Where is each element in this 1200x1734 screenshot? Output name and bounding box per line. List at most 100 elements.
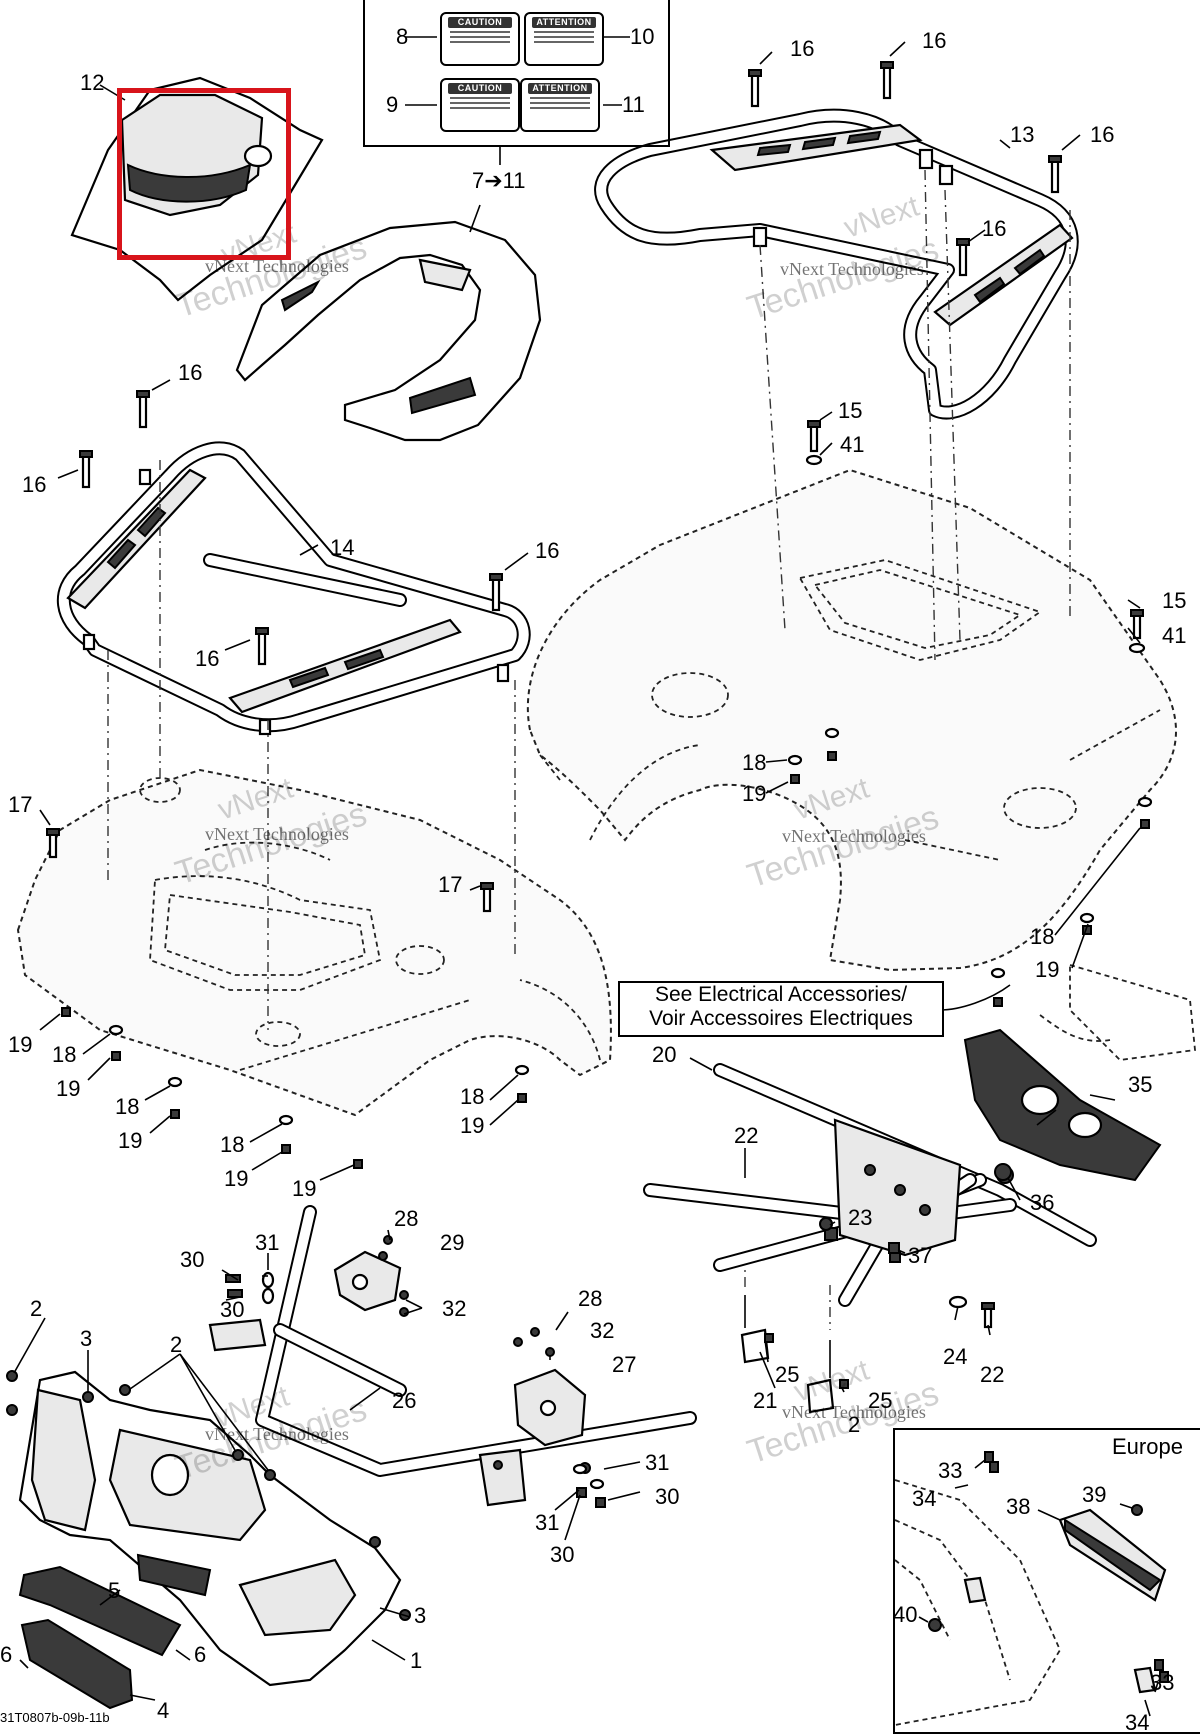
europe-inset-box: [893, 1428, 1200, 1734]
callout-28: 28: [394, 1206, 418, 1231]
decal-inset-box: [363, 0, 670, 147]
callout-16: 16: [982, 216, 1006, 241]
svg-text:vNext Technologies: vNext Technologies: [782, 1402, 926, 1422]
callout-40: 40: [893, 1602, 917, 1627]
part-1-front-fascia: [6, 1317, 411, 1687]
callout-22: 22: [980, 1362, 1004, 1387]
callout-16: 16: [22, 472, 46, 497]
callout-8: 8: [396, 24, 408, 49]
callout-32: 32: [590, 1318, 614, 1343]
callout-38: 38: [1006, 1494, 1030, 1519]
callout-24: 24: [943, 1344, 967, 1369]
nut-36: [994, 1163, 1012, 1181]
callout-labels: 12 8 10 9 11 7➔11 16 16 13 16 16 16 16 1…: [0, 24, 1186, 1734]
decal-9-header: CAUTION: [448, 83, 512, 94]
callout-15: 15: [1162, 588, 1186, 613]
callout-27: 27: [612, 1352, 636, 1377]
bolt-22-b: [981, 1302, 995, 1329]
callout-35: 35: [1128, 1072, 1152, 1097]
part-13-rear-rack: [594, 108, 1079, 420]
callout-1: 1: [410, 1648, 422, 1673]
callout-6: 6: [194, 1642, 206, 1667]
callout-31: 31: [645, 1450, 669, 1475]
alignment-guides: [107, 169, 1071, 1330]
svg-text:vNext Technologies: vNext Technologies: [205, 824, 349, 844]
callout-33: 33: [1150, 1670, 1174, 1695]
selection-highlight: [117, 88, 291, 260]
callout-30: 30: [550, 1542, 574, 1567]
callout-18: 18: [220, 1132, 244, 1157]
callout-31: 31: [535, 1510, 559, 1535]
callout-2: 2: [848, 1412, 860, 1437]
bolt-15-a: [807, 420, 821, 453]
callout-26: 26: [392, 1388, 416, 1413]
washer-41-a: [805, 454, 823, 466]
figure-code: 31T0807b-09b-11b: [0, 1710, 110, 1725]
callout-19: 19: [224, 1166, 248, 1191]
callout-2: 2: [30, 1296, 42, 1321]
bolt-16-d: [956, 238, 970, 277]
callout-41: 41: [840, 432, 864, 457]
callout-17: 17: [8, 792, 32, 817]
callout-11: 11: [622, 92, 645, 117]
decal-10: ATTENTION: [524, 12, 604, 66]
callout-36: 36: [1030, 1190, 1054, 1215]
callout-39: 39: [1082, 1482, 1106, 1507]
part-29-bracket: [333, 1250, 402, 1312]
svg-text:vNext Technologies: vNext Technologies: [205, 1424, 349, 1444]
part-12-front-visor: [70, 76, 324, 302]
bracket-fasteners: [221, 1235, 606, 1508]
rear-fender-body: [526, 468, 1177, 972]
callout-19: 19: [8, 1032, 32, 1057]
part-5-upper-grille: [18, 1565, 182, 1657]
decal-group-7-11: [405, 36, 630, 165]
callout-19: 19: [118, 1128, 142, 1153]
callout-18: 18: [742, 750, 766, 775]
callout-32: 32: [442, 1296, 466, 1321]
bolt-16-g: [489, 573, 503, 612]
washer-41-b: [1128, 642, 1146, 654]
screw-17-a: [46, 828, 60, 859]
decal-11: ATTENTION: [520, 78, 600, 132]
callout-34: 34: [912, 1486, 936, 1511]
callout-30: 30: [655, 1484, 679, 1509]
callout-19: 19: [742, 781, 766, 806]
callout-16: 16: [790, 36, 814, 61]
callout-25: 25: [868, 1388, 892, 1413]
part-35-taillight-bracket: [939, 963, 1196, 1182]
europe-license-plate-kit: [894, 1451, 1169, 1726]
callout-28: 28: [578, 1286, 602, 1311]
callout-22: 22: [734, 1123, 758, 1148]
callout-leaders: [39, 41, 1141, 1541]
callout-13: 13: [1010, 122, 1034, 147]
callout-3: 3: [80, 1326, 92, 1351]
callout-18: 18: [115, 1094, 139, 1119]
note-line-2: Voir Accessoires Electriques: [649, 1007, 913, 1030]
front-fender-body: [16, 768, 612, 1117]
callout-5: 5: [108, 1578, 120, 1603]
bolt-16-c: [1048, 155, 1062, 194]
screw-17-b: [480, 882, 494, 913]
part-27-bracket: [513, 1368, 587, 1447]
callout-16: 16: [195, 646, 219, 671]
callout-18: 18: [1030, 924, 1054, 949]
svg-text:vNext Technologies: vNext Technologies: [782, 826, 926, 846]
bolt-16-h: [255, 627, 269, 666]
callout-18: 18: [460, 1084, 484, 1109]
callout-15: 15: [838, 398, 862, 423]
callout-21: 21: [753, 1388, 777, 1413]
part-14-front-rack: [56, 441, 531, 736]
callout-19: 19: [1035, 957, 1059, 982]
callout-19: 19: [56, 1076, 80, 1101]
part-7-rear-cover: [235, 204, 542, 442]
callout-30: 30: [180, 1247, 204, 1272]
part-4-lower-grille: [19, 1618, 191, 1710]
europe-inset-title: Europe: [1112, 1434, 1183, 1459]
callout-31: 31: [255, 1230, 279, 1255]
part-26-front-bumper-frame: [208, 1205, 697, 1507]
callout-6: 6: [0, 1642, 12, 1667]
callout-9: 9: [386, 92, 398, 117]
callout-range-7-11: 7➔11: [472, 168, 526, 193]
callout-4: 4: [157, 1698, 169, 1723]
